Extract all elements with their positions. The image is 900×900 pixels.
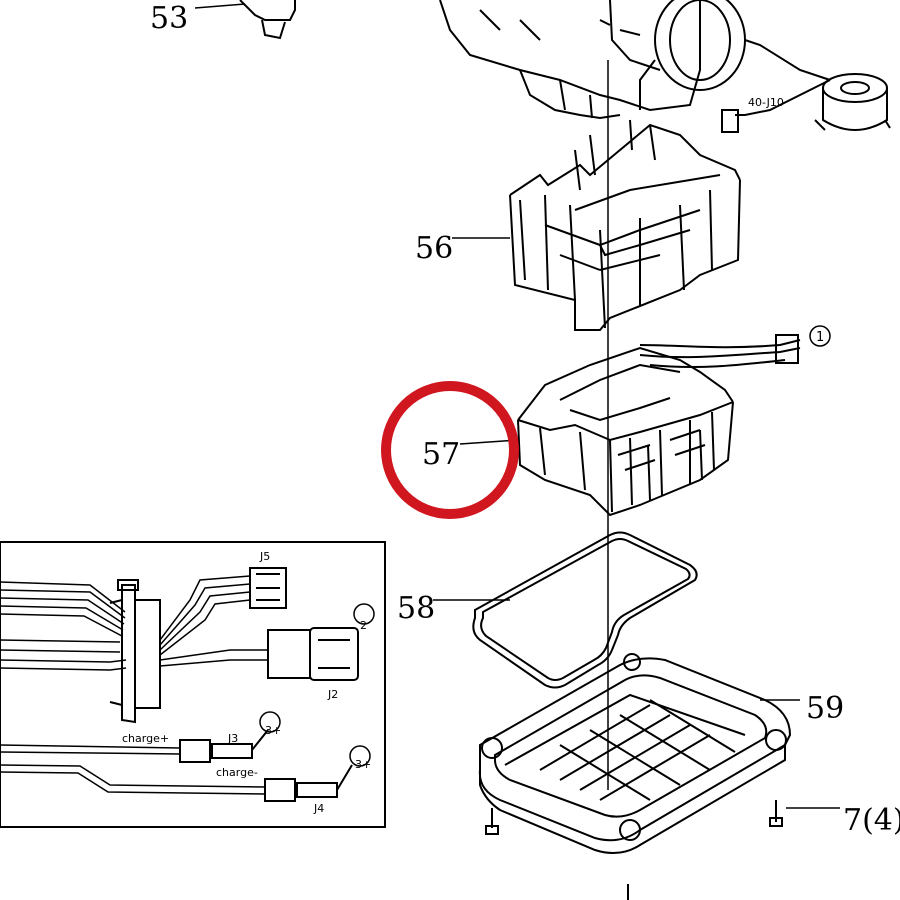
part-58-gasket xyxy=(472,531,698,689)
label-j3: J3 xyxy=(227,732,238,745)
highlight-circle xyxy=(381,381,519,519)
harness-inset-frame xyxy=(0,541,386,828)
ref-circle-1 xyxy=(809,325,831,347)
screw-left xyxy=(485,808,499,835)
label-j4: J4 xyxy=(313,802,324,815)
ref-circle-2 xyxy=(353,603,375,625)
ref-3-label: 3+ xyxy=(265,724,281,737)
connector-j2 xyxy=(267,627,359,681)
label-j2: J2 xyxy=(327,688,338,701)
callout-53: 53 xyxy=(150,1,188,36)
ref-1-label: 1 xyxy=(816,330,824,345)
callout-56: 56 xyxy=(415,231,453,266)
part-53-bracket xyxy=(239,0,296,40)
part-56-holder xyxy=(509,119,741,331)
connector-j5 xyxy=(249,567,287,609)
label-j5: J5 xyxy=(259,550,270,563)
label-charge-plus: charge+ xyxy=(122,732,169,745)
label-charge-minus: charge- xyxy=(216,766,258,779)
leader-53 xyxy=(194,3,246,9)
callout-7: 7(4) xyxy=(843,803,900,838)
motor-housing-part xyxy=(439,0,831,120)
connector-j4 xyxy=(264,764,353,802)
connector-j3 xyxy=(179,729,269,763)
label-40-j10: 40-J10 xyxy=(748,96,784,109)
callout-58: 58 xyxy=(397,591,435,626)
harness-wires xyxy=(0,575,268,795)
ref-2-label: 2 xyxy=(360,619,367,632)
ref-circle-3 xyxy=(259,711,281,733)
buzzer-part xyxy=(721,73,891,133)
screw-right xyxy=(769,800,783,827)
ref-4-label: 3+ xyxy=(355,758,371,771)
part-57-battery-pack xyxy=(517,334,801,517)
callout-57: 57 xyxy=(422,437,460,472)
part-59-base-tray xyxy=(478,653,792,855)
ref-circle-4 xyxy=(349,745,371,767)
grommet xyxy=(109,579,161,724)
callout-59: 59 xyxy=(806,691,844,726)
